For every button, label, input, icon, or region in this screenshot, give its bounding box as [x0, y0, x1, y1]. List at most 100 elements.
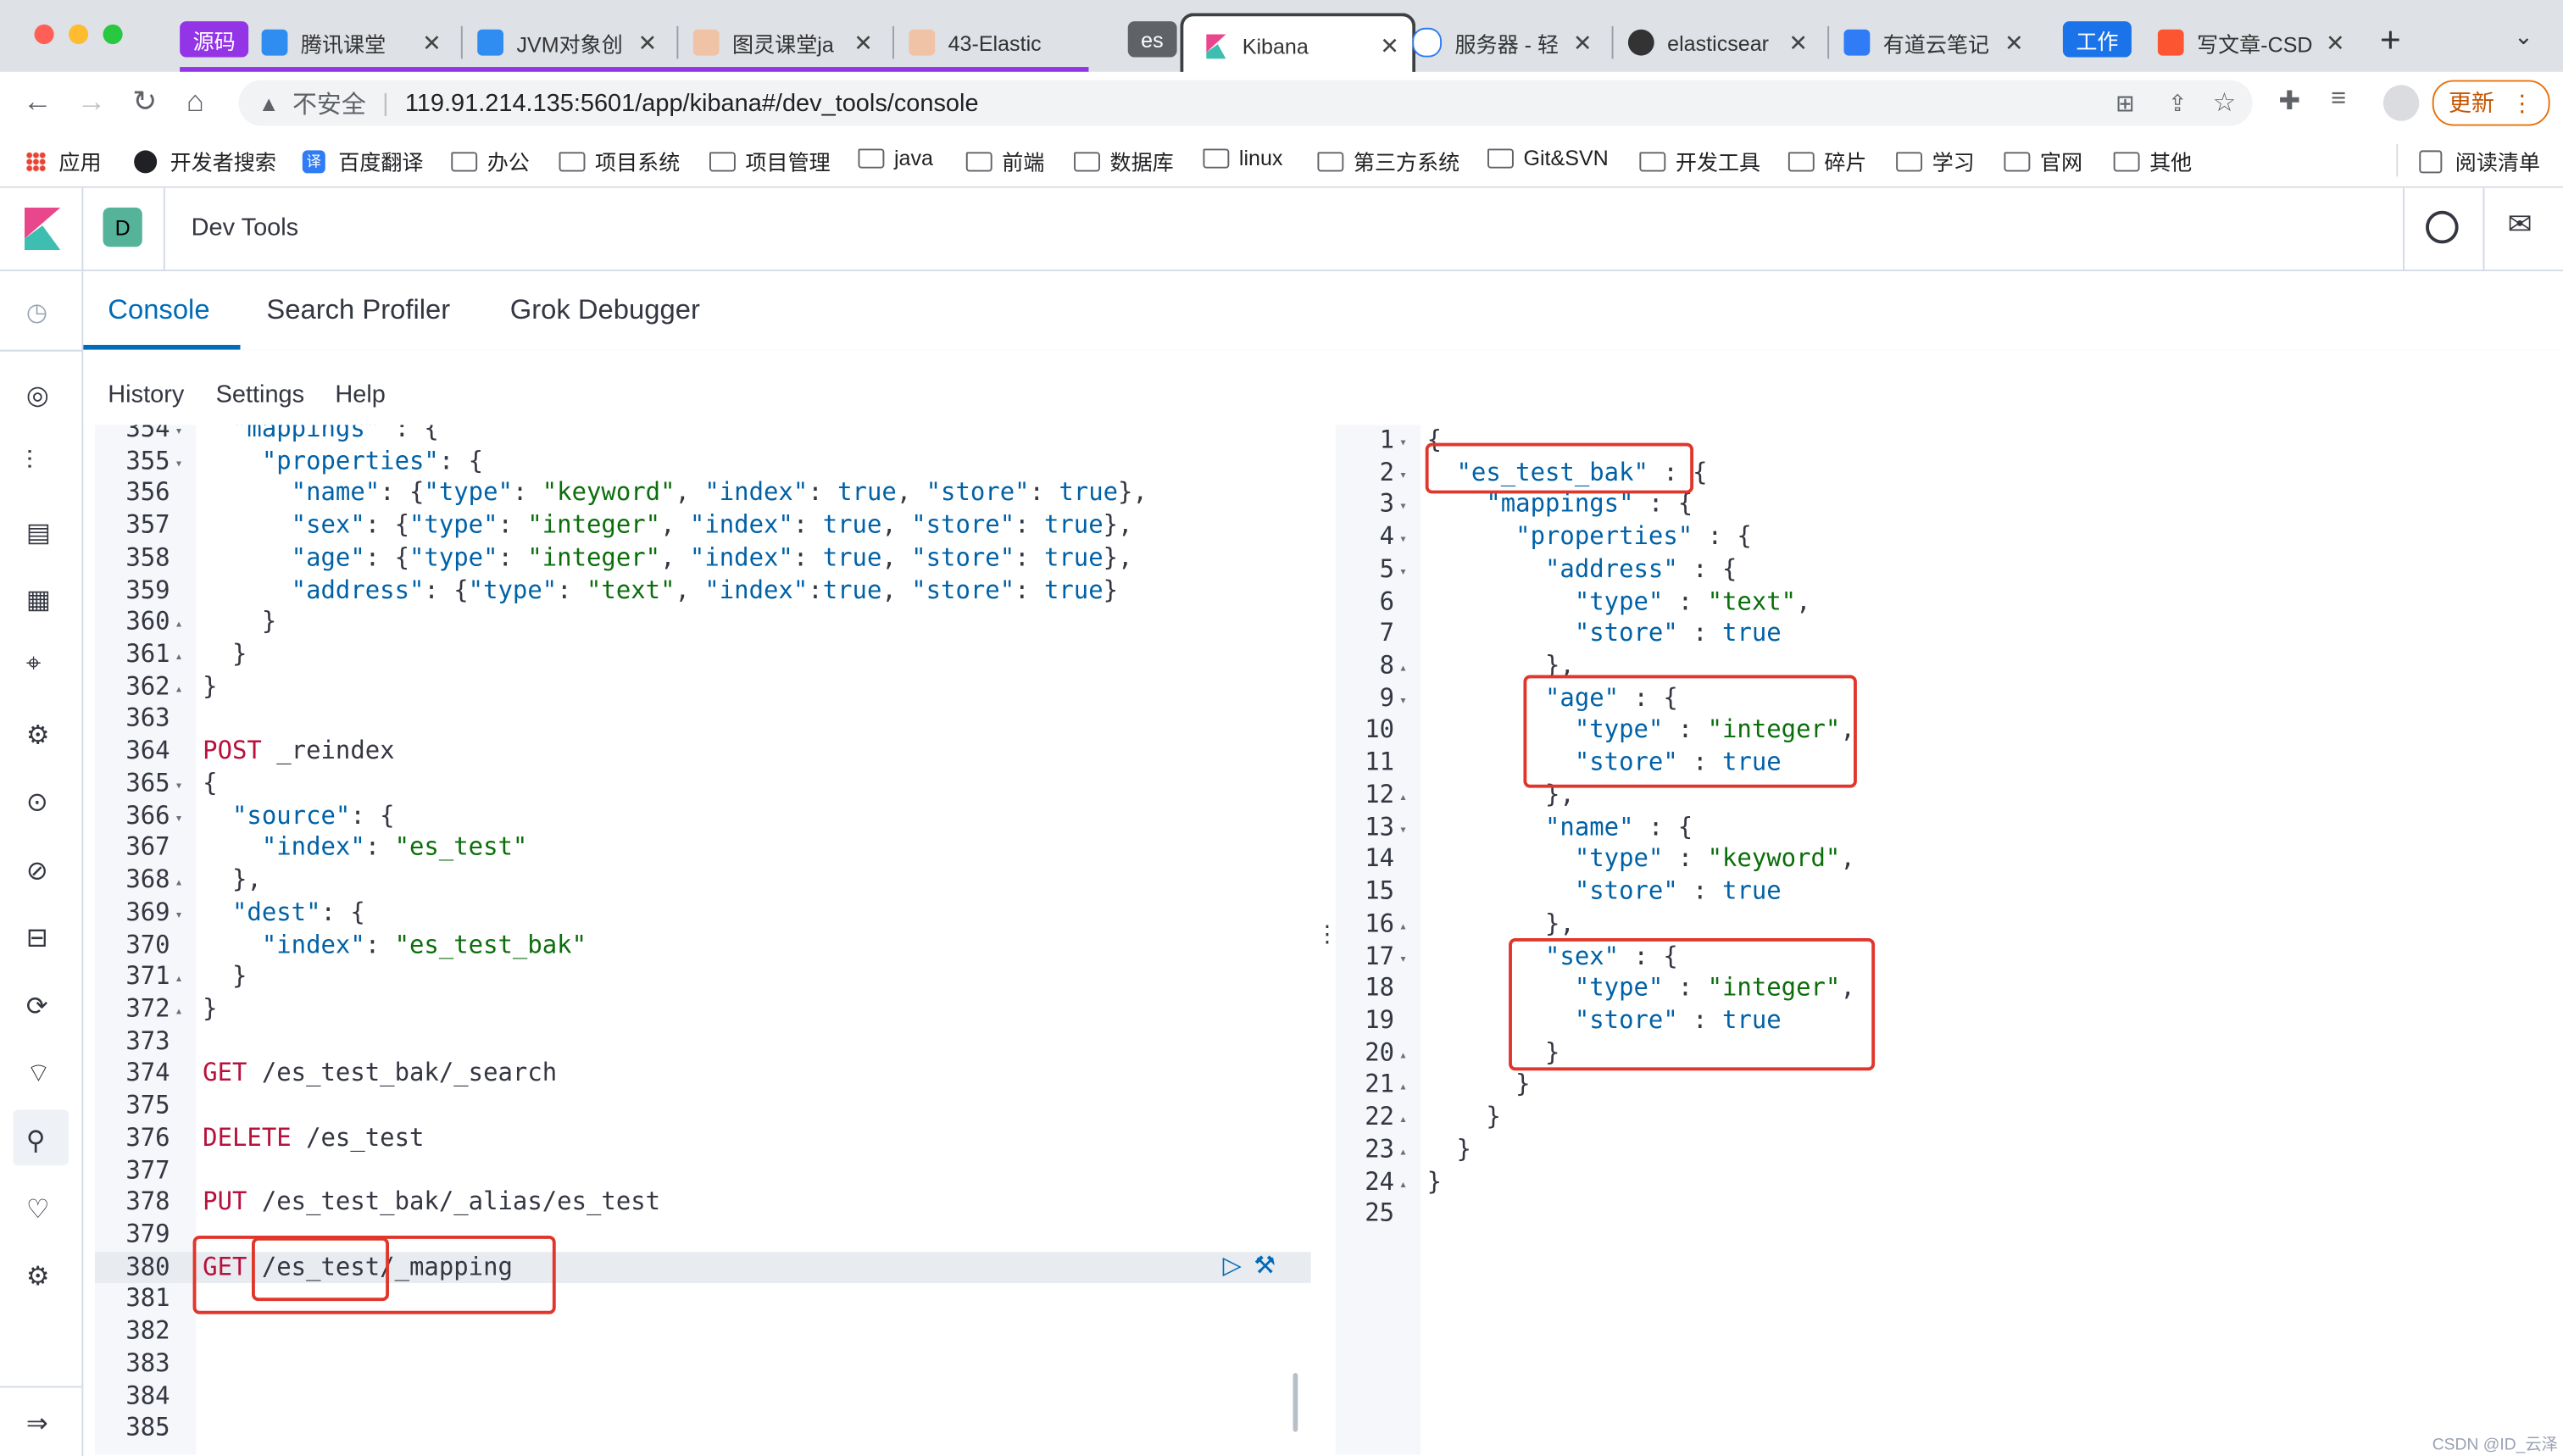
- tab-search-chevron-icon[interactable]: ⌄: [2514, 23, 2533, 49]
- bookmark-baidu-translate[interactable]: 译百度翻译: [302, 146, 424, 177]
- kibana-logo-icon[interactable]: [24, 207, 61, 251]
- pane-resize-handle[interactable]: ⋮: [1315, 920, 1339, 947]
- bookmark-folder[interactable]: 项目系统: [559, 146, 680, 177]
- tab-search-profiler[interactable]: Search Profiler: [266, 294, 451, 325]
- maps-icon[interactable]: ⌖: [25, 650, 42, 679]
- bookmark-folder[interactable]: 项目管理: [709, 146, 831, 177]
- fold-chevron-icon[interactable]: ▴: [1398, 1175, 1408, 1192]
- bookmark-folder[interactable]: 学习: [1896, 146, 1975, 177]
- new-tab-icon[interactable]: +: [2380, 19, 2401, 61]
- menu-history[interactable]: History: [108, 381, 185, 409]
- zoom-window-button[interactable]: [103, 24, 123, 45]
- minimize-window-button[interactable]: [69, 24, 89, 45]
- apm-icon[interactable]: ⟳: [25, 993, 48, 1022]
- management-gear-icon[interactable]: ⚙: [25, 1263, 50, 1292]
- send-request-play-icon[interactable]: ▷: [1222, 1252, 1242, 1281]
- discover-compass-icon[interactable]: ◎: [25, 382, 49, 411]
- close-icon[interactable]: ✕: [2325, 28, 2345, 55]
- uptime-icon[interactable]: ⌔: [25, 1060, 51, 1089]
- fold-chevron-icon[interactable]: ▾: [1398, 435, 1408, 450]
- fold-chevron-icon[interactable]: ▴: [175, 616, 183, 632]
- ml-icon[interactable]: ⚙: [25, 722, 50, 751]
- bookmark-dev-search[interactable]: 开发者搜索: [134, 146, 276, 177]
- tab-server[interactable]: 服务器 - 轻✕: [1412, 13, 1605, 71]
- bookmark-star-icon[interactable]: ☆: [2212, 90, 2237, 118]
- newsfeed-mail-icon[interactable]: ✉: [2507, 207, 2532, 241]
- collapse-nav-icon[interactable]: ⇒: [25, 1410, 48, 1439]
- bookmark-folder[interactable]: 碎片: [1787, 146, 1866, 177]
- dev-tools-wrench-icon[interactable]: ⚲: [25, 1127, 46, 1156]
- fold-chevron-icon[interactable]: ▴: [175, 971, 183, 986]
- bookmark-folder[interactable]: 数据库: [1074, 146, 1174, 177]
- tab-group-es[interactable]: es: [1127, 21, 1177, 58]
- translate-icon[interactable]: ⊞: [2115, 89, 2135, 115]
- tab-group-work[interactable]: 工作: [2062, 21, 2132, 58]
- fold-chevron-icon[interactable]: ▾: [1398, 950, 1408, 965]
- url-text[interactable]: 119.91.214.135:5601/app/kibana#/dev_tool…: [404, 89, 979, 117]
- tab-tuling[interactable]: 图灵课堂ja✕: [692, 13, 887, 71]
- bookmark-folder[interactable]: 其他: [2113, 146, 2192, 177]
- home-icon[interactable]: ⌂: [186, 85, 204, 118]
- fold-chevron-icon[interactable]: ▾: [1398, 531, 1408, 547]
- fold-chevron-icon[interactable]: ▴: [175, 1003, 183, 1019]
- share-icon[interactable]: ⇪: [2167, 89, 2188, 115]
- visualize-chart-icon[interactable]: ⫶: [25, 447, 33, 476]
- siem-icon[interactable]: ⊙: [25, 789, 48, 818]
- tab-group-source[interactable]: 源码: [180, 21, 249, 58]
- tab-elastic-43[interactable]: 43-Elastic: [909, 13, 1102, 71]
- bookmark-apps[interactable]: 应用: [25, 146, 102, 177]
- close-icon[interactable]: ✕: [1380, 31, 1399, 58]
- tab-tencent-classroom[interactable]: 腾讯课堂✕: [261, 13, 455, 71]
- fold-chevron-icon[interactable]: ▴: [1398, 1143, 1408, 1159]
- editor-scrollbar[interactable]: [1293, 1373, 1298, 1432]
- back-arrow-icon[interactable]: ←: [23, 85, 53, 118]
- fold-chevron-icon[interactable]: ▴: [1398, 660, 1408, 675]
- fold-chevron-icon[interactable]: ▾: [175, 455, 183, 470]
- update-browser-button[interactable]: 更新⋮: [2432, 80, 2550, 126]
- bookmark-folder[interactable]: java: [858, 146, 933, 170]
- tab-console[interactable]: Console: [108, 294, 210, 325]
- recent-clock-icon[interactable]: ◷: [25, 298, 48, 327]
- fold-chevron-icon[interactable]: ▾: [175, 906, 183, 922]
- fold-chevron-icon[interactable]: ▾: [1398, 564, 1408, 579]
- fold-chevron-icon[interactable]: ▾: [1398, 821, 1408, 836]
- media-queue-icon[interactable]: ≡: [2331, 85, 2347, 114]
- fold-chevron-icon[interactable]: ▾: [1398, 467, 1408, 482]
- bookmark-folder[interactable]: 第三方系统: [1317, 146, 1459, 177]
- close-icon[interactable]: ✕: [2004, 28, 2024, 55]
- request-options-wrench-icon[interactable]: ⚒: [1254, 1252, 1276, 1281]
- tab-youdao-note[interactable]: 有道云笔记✕: [1843, 13, 2037, 71]
- close-icon[interactable]: ✕: [1788, 28, 1809, 55]
- dashboard-icon[interactable]: ▤: [25, 520, 52, 548]
- tab-csdn[interactable]: 写文章-CSD✕: [2157, 13, 2351, 71]
- fold-chevron-icon[interactable]: ▴: [1398, 1111, 1408, 1127]
- bookmark-folder[interactable]: Git&SVN: [1487, 146, 1609, 170]
- bookmark-folder[interactable]: 办公: [451, 146, 530, 177]
- menu-help[interactable]: Help: [335, 381, 386, 409]
- fold-chevron-icon[interactable]: ▴: [1398, 1047, 1408, 1062]
- infrastructure-icon[interactable]: ⊟: [25, 925, 48, 953]
- tab-jvm[interactable]: JVM对象创✕: [477, 13, 670, 71]
- logs-icon[interactable]: ⊘: [25, 858, 48, 886]
- fold-chevron-icon[interactable]: ▴: [1398, 789, 1408, 804]
- close-icon[interactable]: ✕: [422, 28, 442, 55]
- bookmark-folder[interactable]: 官网: [2004, 146, 2082, 177]
- bookmark-folder[interactable]: 开发工具: [1639, 146, 1760, 177]
- fold-chevron-icon[interactable]: ▾: [1398, 692, 1408, 708]
- address-bar[interactable]: ▲ 不安全 | 119.91.214.135:5601/app/kibana#/…: [238, 80, 2253, 126]
- space-avatar[interactable]: D: [103, 207, 142, 247]
- fold-chevron-icon[interactable]: ▴: [175, 681, 183, 697]
- tab-kibana[interactable]: Kibana✕: [1180, 13, 1416, 75]
- tab-elasticsearch[interactable]: elasticsear✕: [1627, 13, 1821, 71]
- menu-settings[interactable]: Settings: [215, 381, 305, 409]
- canvas-icon[interactable]: ▦: [25, 586, 52, 615]
- monitoring-heart-icon[interactable]: ♡: [25, 1196, 50, 1225]
- reading-list[interactable]: 阅读清单: [2419, 146, 2540, 177]
- bookmark-folder[interactable]: 前端: [965, 146, 1044, 177]
- profile-avatar-icon[interactable]: [2382, 85, 2420, 121]
- fold-chevron-icon[interactable]: ▾: [175, 425, 183, 438]
- fold-chevron-icon[interactable]: ▴: [175, 648, 183, 664]
- fold-chevron-icon[interactable]: ▾: [1398, 499, 1408, 514]
- help-lifebuoy-icon[interactable]: [2426, 210, 2459, 244]
- fold-chevron-icon[interactable]: ▴: [1398, 918, 1408, 933]
